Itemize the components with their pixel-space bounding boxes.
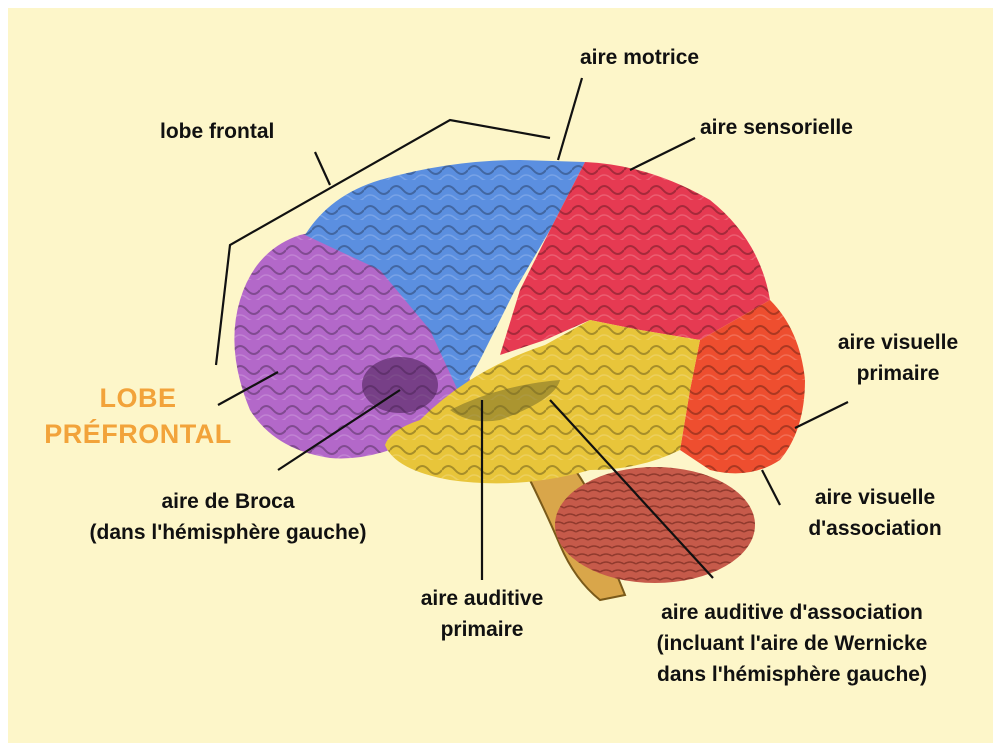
label-aire-auditive-association-line3: dans l'hémisphère gauche) xyxy=(612,659,972,690)
label-aire-sensorielle: aire sensorielle xyxy=(700,112,853,143)
label-lobe-prefrontal: LOBE PRÉFRONTAL xyxy=(30,380,246,452)
label-aire-auditive-primaire-line1: aire auditive xyxy=(392,583,572,614)
label-aire-visuelle-primaire-line2: primaire xyxy=(818,358,978,389)
label-aire-broca-line1: aire de Broca xyxy=(46,486,410,517)
label-aire-broca: aire de Broca (dans l'hémisphère gauche) xyxy=(46,486,410,548)
cerebellum xyxy=(555,467,755,583)
aire-sensorielle-leader xyxy=(630,138,695,170)
aire-motrice-leader xyxy=(558,78,582,160)
label-aire-visuelle-primaire: aire visuelle primaire xyxy=(818,327,978,389)
label-lobe-prefrontal-line2: PRÉFRONTAL xyxy=(30,416,246,452)
label-aire-auditive-primaire: aire auditive primaire xyxy=(392,583,572,645)
label-lobe-frontal: lobe frontal xyxy=(160,116,274,147)
label-aire-auditive-association-line1: aire auditive d'association xyxy=(612,597,972,628)
label-lobe-prefrontal-line1: LOBE xyxy=(30,380,246,416)
label-aire-broca-line2: (dans l'hémisphère gauche) xyxy=(46,517,410,548)
label-aire-visuelle-association-line2: d'association xyxy=(785,513,965,544)
label-aire-motrice: aire motrice xyxy=(580,42,699,73)
label-aire-visuelle-association: aire visuelle d'association xyxy=(785,482,965,544)
label-aire-visuelle-primaire-line1: aire visuelle xyxy=(818,327,978,358)
label-aire-auditive-association: aire auditive d'association (incluant l'… xyxy=(612,597,972,690)
lobe-frontal-leader xyxy=(315,152,330,185)
broca-area-patch xyxy=(362,357,438,413)
label-aire-visuelle-association-line1: aire visuelle xyxy=(785,482,965,513)
label-aire-auditive-primaire-line2: primaire xyxy=(392,614,572,645)
label-aire-auditive-association-line2: (incluant l'aire de Wernicke xyxy=(612,628,972,659)
aire-visuelle-association-leader xyxy=(762,470,780,505)
